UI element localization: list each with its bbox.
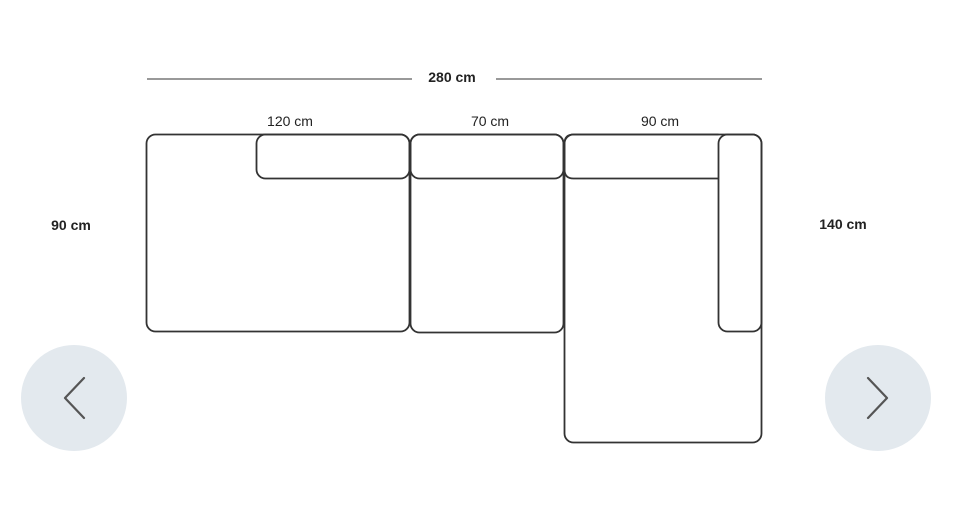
segment-1-width-label: 120 cm	[267, 113, 313, 129]
module-chaise-backrest	[563, 133, 719, 180]
module-chaise-armrest	[717, 133, 763, 333]
segment-3-width-label: 90 cm	[640, 113, 680, 129]
total-width-label: 280 cm	[428, 69, 476, 85]
module-middle-seat	[409, 133, 565, 334]
segment-2-width-label: 70 cm	[470, 113, 510, 129]
chevron-left-icon	[63, 376, 86, 420]
next-button[interactable]	[825, 345, 931, 451]
module-left-backrest	[255, 133, 411, 180]
depth-label: 90 cm	[51, 217, 91, 233]
previous-button[interactable]	[21, 345, 127, 451]
chaise-depth-label: 140 cm	[819, 216, 867, 232]
chevron-right-icon	[866, 376, 889, 420]
module-chaise-seat	[563, 133, 763, 444]
module-left-seat	[145, 133, 411, 333]
module-middle-backrest	[409, 133, 565, 180]
